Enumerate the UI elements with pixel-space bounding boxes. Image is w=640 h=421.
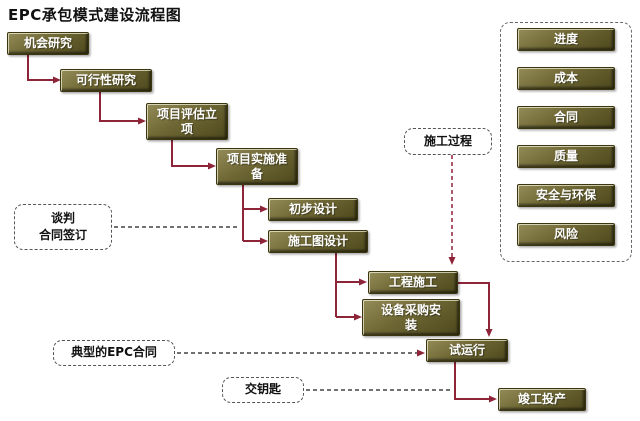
node-equipment-procurement: 设备采购安装 [362,299,460,336]
panel-item-risk: 风险 [517,223,615,246]
node-opportunity-research: 机会研究 [7,32,89,55]
callout-negotiation-contract: 谈判 合同签订 [14,204,112,250]
panel-item-contract: 合同 [517,106,615,129]
node-construction-drawing-design: 施工图设计 [268,230,368,253]
panel-item-quality: 质量 [517,145,615,168]
callout-turnkey: 交钥匙 [222,377,304,403]
node-engineering-construction: 工程施工 [368,271,458,294]
node-preliminary-design: 初步设计 [268,198,358,221]
panel-item-cost: 成本 [517,67,615,90]
node-implementation-preparation: 项目实施准备 [216,148,298,185]
management-panel [500,22,632,262]
node-trial-run: 试运行 [426,339,508,362]
panel-item-safety-environment: 安全与环保 [517,184,615,207]
node-project-evaluation: 项目评估立项 [146,103,228,140]
panel-item-progress: 进度 [517,28,615,51]
page-title: EPC承包模式建设流程图 [8,6,182,24]
callout-construction-process: 施工过程 [404,128,492,155]
node-feasibility-study: 可行性研究 [60,69,152,92]
callout-typical-epc-contract: 典型的EPC合同 [53,340,175,366]
node-completion-production: 竣工投产 [498,388,586,411]
